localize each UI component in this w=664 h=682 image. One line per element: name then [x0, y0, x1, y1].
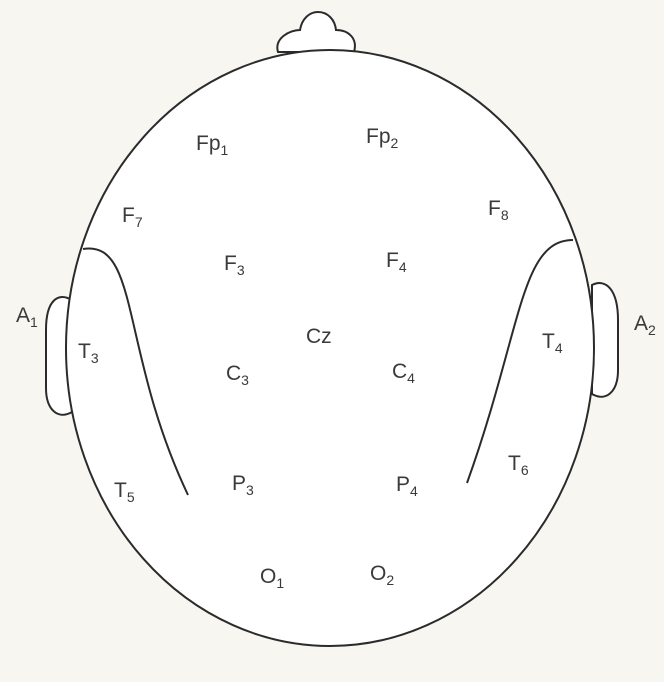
right-ear [592, 283, 618, 397]
nose [277, 12, 355, 52]
electrode-a2: A2 [634, 312, 656, 338]
electrode-a1: A1 [16, 304, 38, 330]
electrode-cz: Cz [306, 325, 332, 348]
head-outline [66, 50, 594, 646]
